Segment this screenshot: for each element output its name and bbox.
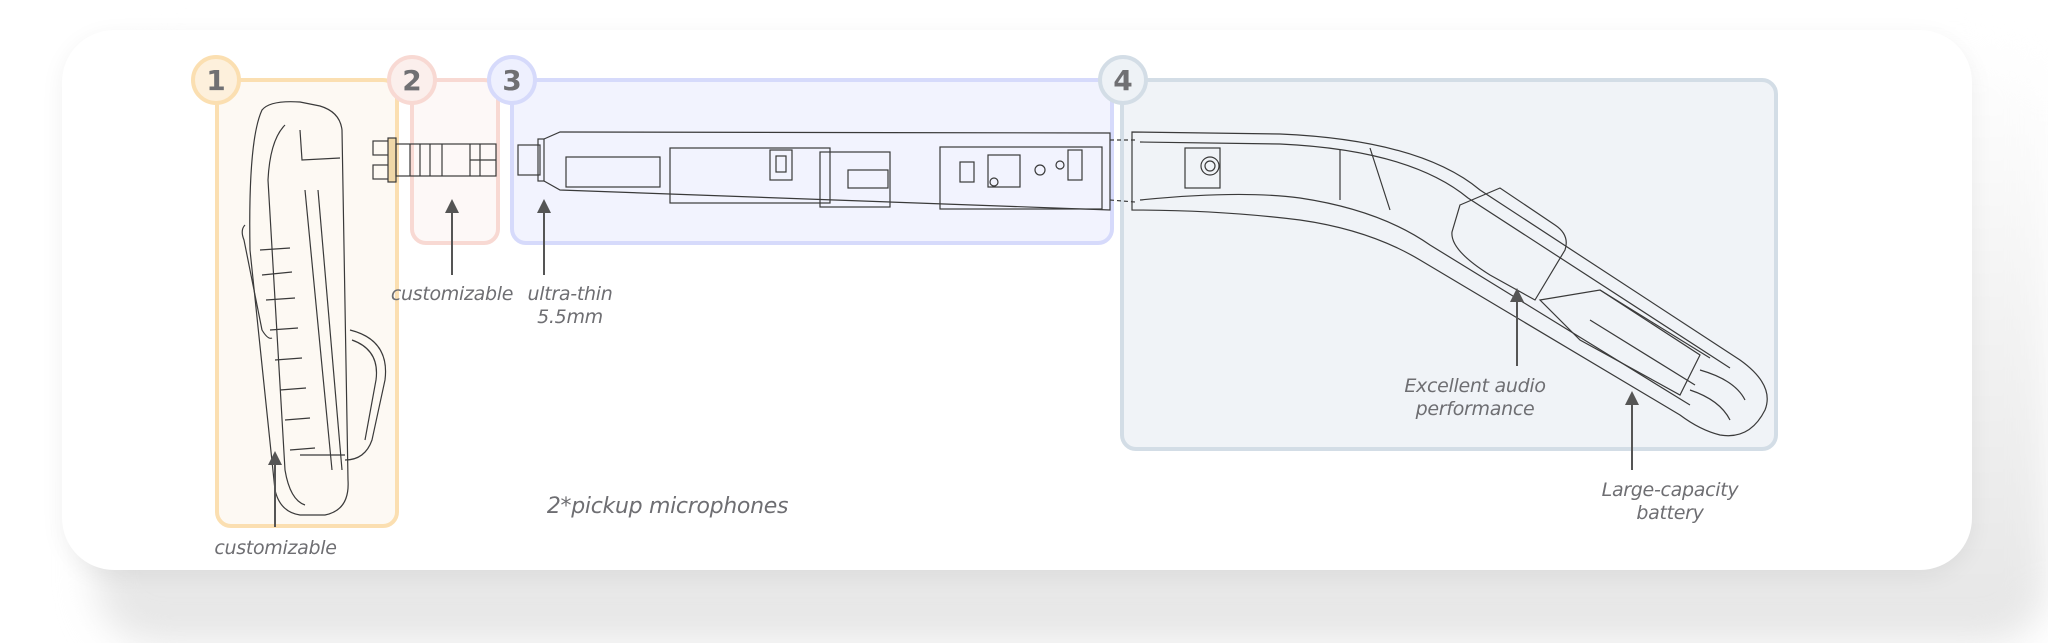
label-zone3-ultra-thin: ultra-thin (527, 283, 613, 305)
label-audio-line1: Excellent audio (1404, 375, 1546, 397)
label-zone2-customizable: customizable (390, 283, 514, 305)
zone-1-ear-hook-panel (215, 78, 399, 528)
label-battery-line2: battery (1636, 502, 1704, 524)
arrow-audio-icon (1510, 288, 1524, 366)
badge-4: 4 (1098, 55, 1148, 105)
badge-1: 1 (191, 55, 241, 105)
zone-2-hinge-panel (410, 78, 500, 245)
badge-3: 3 (487, 55, 537, 105)
label-audio-line2: performance (1415, 398, 1535, 420)
label-pickup-microphones: 2*pickup microphones (546, 494, 789, 519)
hinge-drawing (372, 137, 497, 183)
arrow-zone3-icon (537, 199, 551, 275)
label-zone3-thickness: 5.5mm (537, 306, 603, 328)
zone-3-front-arm-panel (510, 78, 1114, 245)
arrow-battery-icon (1625, 391, 1639, 470)
arrow-zone2-icon (445, 199, 459, 275)
front-arm-drawing (517, 131, 1136, 211)
label-zone1-customizable: customizable (214, 537, 337, 559)
arrow-zone1-icon (268, 451, 282, 527)
ear-hook-drawing (241, 101, 387, 516)
label-battery-line1: Large-capacity (1601, 479, 1739, 501)
badge-2: 2 (387, 55, 437, 105)
rear-temple-drawing (1131, 131, 1768, 437)
